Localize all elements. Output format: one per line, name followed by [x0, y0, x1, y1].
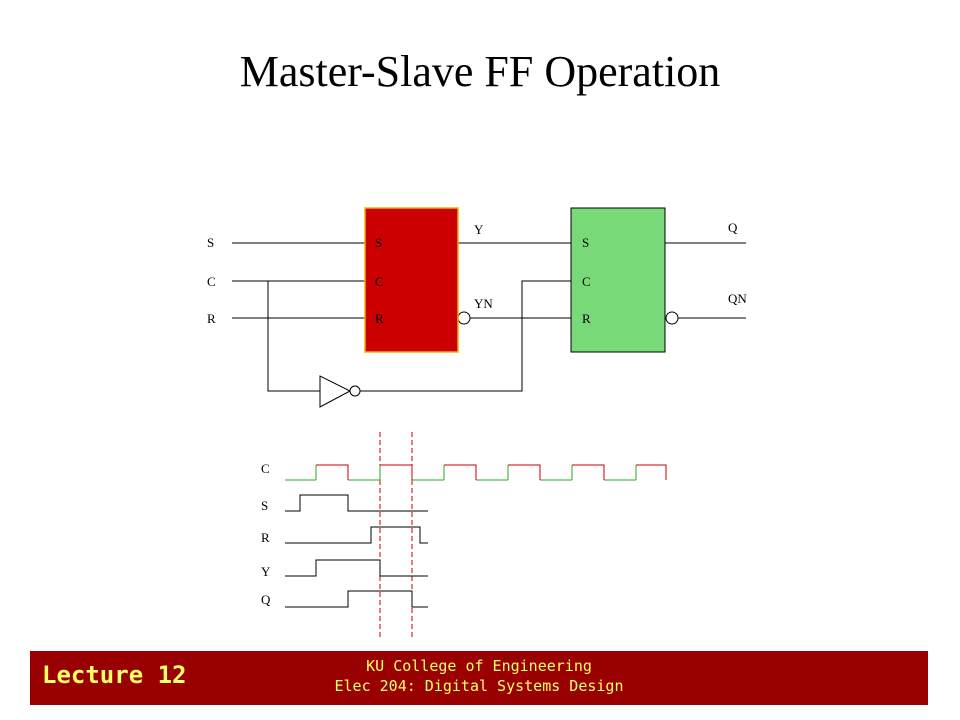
waveform-y	[285, 559, 428, 577]
waveform-c	[285, 464, 667, 481]
timing-diagram	[285, 432, 667, 640]
lecture-number: Lecture 12	[42, 661, 187, 689]
master-pin-r: R	[375, 311, 384, 326]
master-pin-c: C	[375, 274, 384, 289]
inverter-gate	[319, 375, 352, 408]
output-label-q: Q	[728, 220, 738, 235]
clock-high-pulse	[380, 464, 413, 480]
slave-pin-r: R	[582, 311, 591, 326]
clock-high-pulse	[444, 464, 477, 480]
master-pin-s: S	[375, 235, 382, 250]
signal-label-y: Y	[261, 564, 271, 579]
waveform-q	[285, 590, 428, 608]
college-name: KU College of Engineering	[366, 657, 592, 675]
output-label-y: Y	[474, 222, 484, 237]
output-label-yn: YN	[474, 296, 493, 311]
circuit-schematic	[232, 242, 746, 408]
input-label-s: S	[207, 235, 214, 250]
output-label-qn: QN	[728, 291, 747, 306]
master-yn-bubble	[457, 311, 471, 325]
signal-label-q: Q	[261, 592, 271, 607]
signal-label-s: S	[261, 498, 268, 513]
input-label-c: C	[207, 274, 216, 289]
wire-clock-branch	[267, 281, 320, 392]
clock-high-pulse	[508, 464, 541, 480]
slave-pin-s: S	[582, 235, 589, 250]
clock-high-pulse	[572, 464, 605, 480]
waveform-s	[285, 494, 428, 512]
footer-bar: Lecture 12 KU College of Engineering Ele…	[30, 651, 928, 705]
wire-inverted-clock	[360, 280, 571, 392]
signal-label-r: R	[261, 530, 270, 545]
waveform-r	[285, 526, 428, 544]
clock-high-pulse	[636, 464, 667, 480]
input-label-r: R	[207, 311, 216, 326]
master-latch	[364, 207, 459, 353]
master-slave-diagram: S C R S C R S C R Y YN Q QN	[207, 207, 747, 640]
slave-pin-c: C	[582, 274, 591, 289]
slave-latch	[570, 207, 666, 353]
inverter-bubble	[349, 385, 361, 397]
course-name: Elec 204: Digital Systems Design	[334, 677, 624, 695]
clock-high-pulse	[316, 464, 349, 480]
slide-title: Master-Slave FF Operation	[239, 47, 721, 96]
course-info: KU College of Engineering Elec 204: Digi…	[30, 656, 928, 696]
signal-label-c: C	[261, 461, 270, 476]
slave-qn-bubble	[665, 311, 679, 325]
